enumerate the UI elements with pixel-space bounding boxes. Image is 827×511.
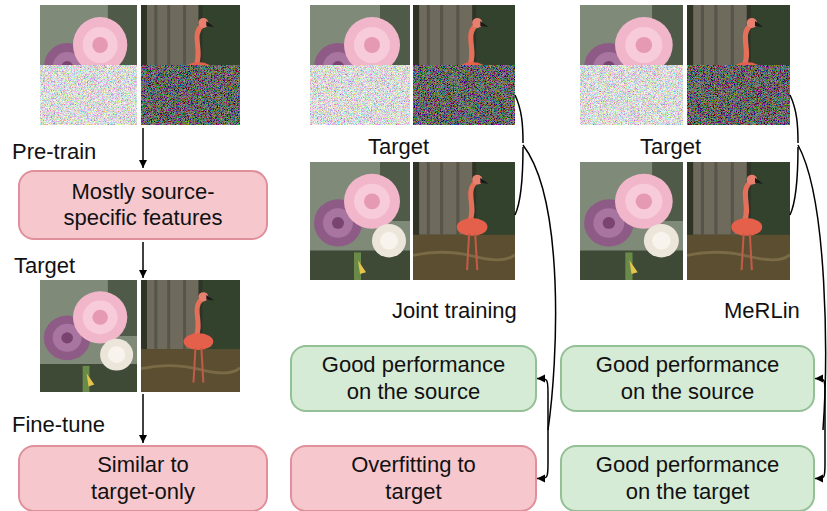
flow-arrow bbox=[142, 128, 144, 168]
flamingo-photo bbox=[413, 162, 515, 280]
noise-patch bbox=[413, 65, 515, 125]
flow-arrow bbox=[142, 242, 144, 278]
step-label: Target bbox=[368, 134, 429, 160]
bracket-connector bbox=[537, 379, 548, 479]
result-box-bad: Mostly source-specific features bbox=[18, 170, 268, 240]
box-text: Good performance on the target bbox=[586, 452, 789, 505]
box-text: Similar to target-only bbox=[75, 452, 211, 505]
flamingo-photo bbox=[687, 5, 790, 125]
noise-patch bbox=[687, 65, 790, 125]
step-label: Pre-train bbox=[12, 139, 96, 165]
step-label: Target bbox=[640, 134, 701, 160]
box-text: Overfitting to target bbox=[337, 452, 490, 505]
step-label: MeRLin bbox=[724, 298, 800, 324]
rose-photo bbox=[580, 162, 683, 280]
noise-patch bbox=[580, 65, 683, 125]
result-box-bad: Similar to target-only bbox=[18, 445, 268, 511]
rose-photo bbox=[310, 162, 410, 280]
rose-photo bbox=[40, 5, 137, 125]
noise-patch bbox=[310, 65, 410, 125]
flamingo-photo bbox=[687, 162, 790, 280]
result-box-good: Good performance on the target bbox=[560, 445, 815, 511]
flamingo-photo bbox=[141, 5, 240, 125]
box-text: Mostly source-specific features bbox=[45, 179, 241, 232]
step-label: Target bbox=[14, 253, 75, 279]
result-box-good: Good performance on the source bbox=[560, 345, 815, 412]
bracket-connector bbox=[815, 379, 825, 479]
noise-patch bbox=[40, 65, 137, 125]
noise-patch bbox=[141, 65, 240, 125]
flamingo-photo bbox=[413, 5, 515, 125]
rose-photo bbox=[580, 5, 683, 125]
flamingo-photo bbox=[141, 280, 240, 392]
box-text: Good performance on the source bbox=[312, 352, 515, 405]
result-box-good: Good performance on the source bbox=[290, 345, 537, 412]
rose-photo bbox=[40, 280, 137, 392]
rose-photo bbox=[310, 5, 410, 125]
step-label: Fine-tune bbox=[12, 412, 105, 438]
result-box-bad: Overfitting to target bbox=[290, 445, 537, 511]
merge-line bbox=[790, 95, 798, 143]
box-text: Good performance on the source bbox=[584, 352, 791, 405]
flow-arrow bbox=[142, 394, 144, 443]
step-label: Joint training bbox=[392, 298, 517, 324]
merge-line bbox=[515, 95, 523, 143]
merge-line bbox=[790, 147, 798, 215]
merge-line bbox=[515, 147, 523, 215]
